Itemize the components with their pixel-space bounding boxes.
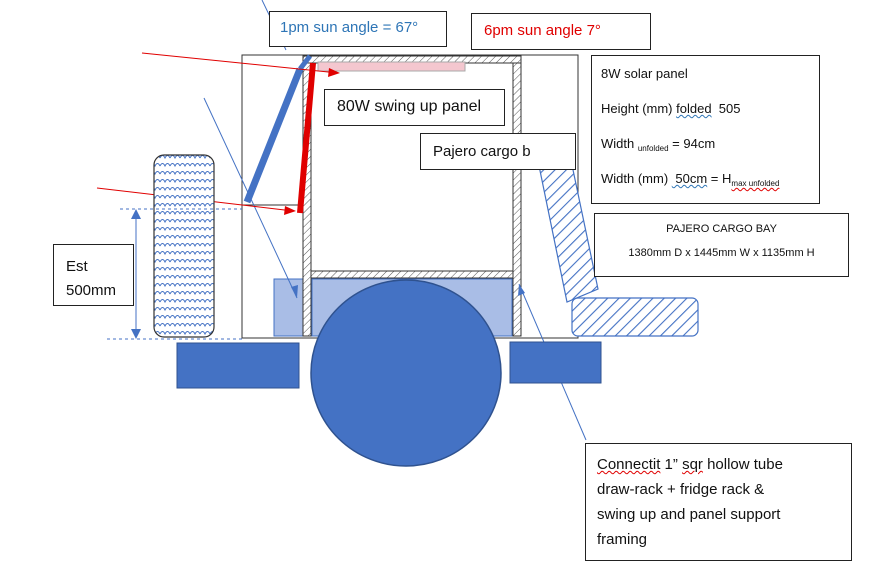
spec-height: Height (mm) folded 505 (601, 101, 819, 136)
spec-width2-prefix: Width (mm) (601, 171, 672, 186)
connectit-box: Connectit 1” sqr hollow tube draw-rack +… (585, 443, 852, 561)
measure-arrow-bottom (131, 329, 141, 339)
measure-arrow-top (131, 209, 141, 219)
sun-ray-6pm-top (141, 52, 339, 74)
swing-panel-label: 80W swing up panel (324, 89, 505, 126)
spec-width1-value: = 94cm (668, 136, 716, 151)
estimate-line-1: Est (66, 258, 88, 275)
frame-middle-rail (310, 270, 514, 279)
cargo-bay-title: PAJERO CARGO BAY (666, 223, 777, 235)
sun-ray-6pm-top-arrowhead (328, 68, 340, 77)
connectit-size: 1” (660, 456, 683, 473)
connectit-leader-arrowhead (518, 284, 525, 296)
sun-angle-1pm-label: 1pm sun angle = 67° (269, 11, 447, 47)
connectit-line-4: framing (597, 531, 648, 548)
cargo-label: Pajero cargo b (420, 133, 576, 170)
swing-strut (243, 67, 304, 204)
sun-ray-1pm-arrowhead (291, 285, 298, 298)
rear-wheel (310, 279, 502, 467)
connectit-line-1: Connectit 1” sqr hollow tube (597, 452, 851, 477)
swing-panel-text: 80W swing up panel (337, 98, 482, 115)
estimate-line-2: 500mm (66, 282, 117, 299)
spare-tyre (153, 154, 215, 338)
connectit-line-2: draw-rack + fridge rack & (597, 481, 765, 498)
spec-width1-prefix: Width (601, 136, 638, 151)
spec-height-word: folded (676, 101, 712, 116)
rear-bumper-right (509, 341, 602, 384)
cargo-bay-box: PAJERO CARGO BAY 1380mm D x 1445mm W x 1… (594, 213, 849, 277)
side-step (571, 297, 699, 337)
spec-width1-sub: unfolded (637, 144, 669, 153)
cargo-bay-dims: 1380mm D x 1445mm W x 1135mm H (628, 247, 815, 259)
spec-height-prefix: Height (mm) (601, 101, 677, 116)
spec-width-folded: Width (mm) 50cm = Hmax unfolded (601, 171, 819, 206)
sun-angle-1pm-text: 1pm sun angle = 67° (280, 19, 419, 36)
spec-width-unfolded: Width unfolded = 94cm (601, 136, 819, 171)
spec-width2-sub: max unfolded (731, 179, 780, 188)
sun-angle-6pm-text: 6pm sun angle 7° (484, 22, 601, 39)
swing-strut-2 (298, 54, 312, 71)
red-panel (297, 62, 316, 214)
spec-width2-value: 50cm (671, 171, 708, 186)
sun-ray-1pm (203, 97, 298, 299)
top-panel-pink (317, 61, 466, 72)
connectit-sqr: sqr (682, 456, 703, 473)
cargo-text: Pajero cargo b (433, 143, 531, 160)
connectit-line-3: swing up and panel support (597, 506, 781, 523)
sun-ray-6pm-bottom-arrowhead (284, 206, 296, 215)
rear-bumper-left (176, 342, 300, 389)
spec-title: 8W solar panel (601, 66, 688, 81)
solar-spec-box: 8W solar panel Height (mm) folded 505 Wi… (591, 55, 820, 204)
connectit-tube: hollow tube (702, 456, 783, 473)
spec-width2-eq: = H (707, 171, 732, 186)
connectit-word: Connectit (597, 456, 661, 473)
estimate-label: Est 500mm (53, 244, 134, 306)
spec-height-value: 505 (711, 101, 741, 116)
sun-angle-6pm-label: 6pm sun angle 7° (471, 13, 651, 50)
